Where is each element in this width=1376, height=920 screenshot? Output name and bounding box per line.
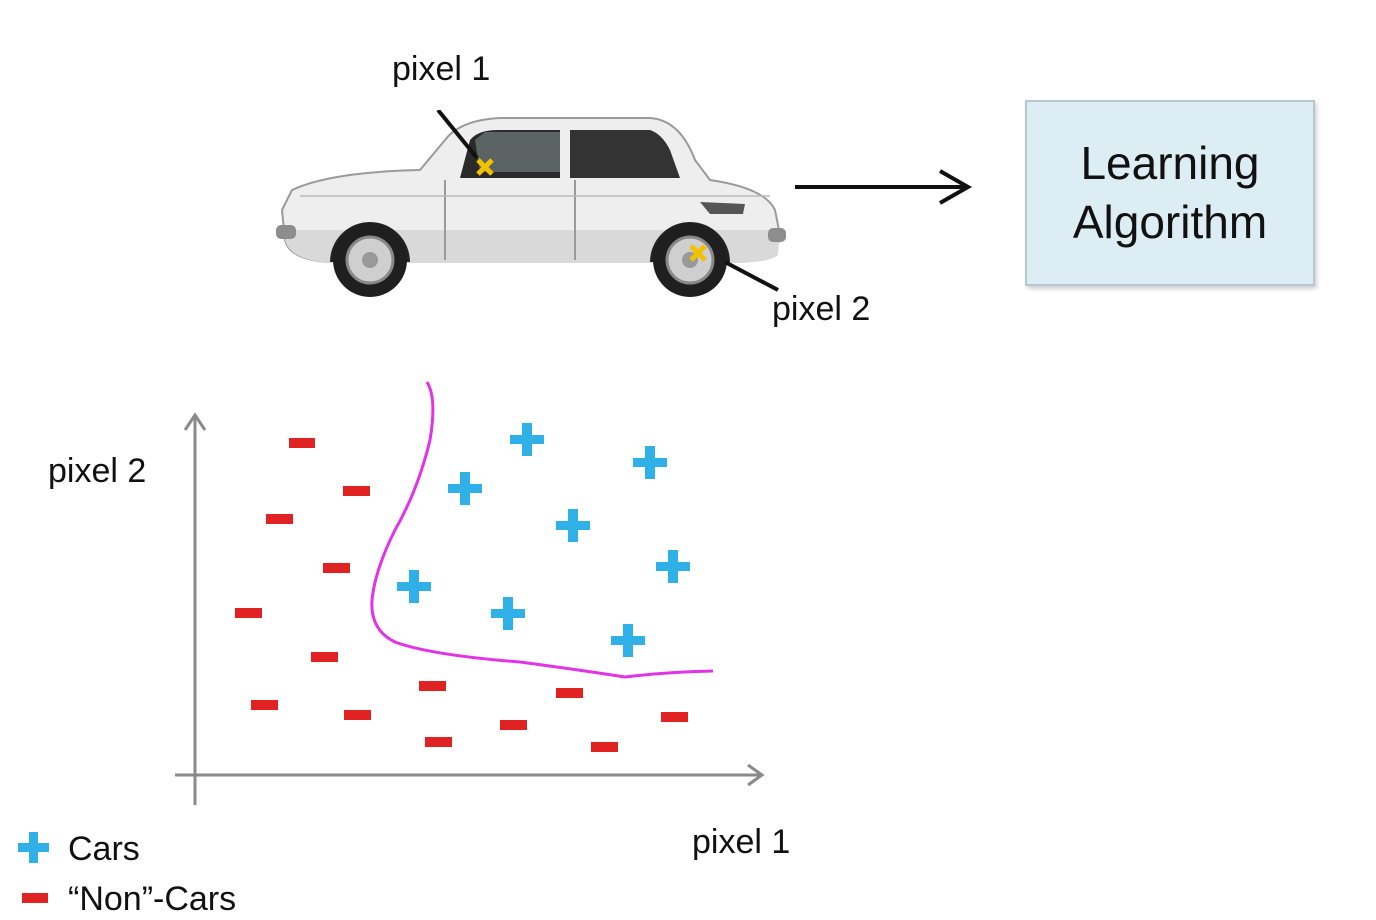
car-plus-marker-icon [633,446,667,479]
noncar-minus-marker-icon [344,710,371,720]
pixel1-label: pixel 1 [392,50,491,88]
noncar-minus-marker-icon [556,688,583,698]
noncar-minus-marker-icon [591,742,618,752]
legend-noncars-minus-icon [22,893,48,903]
arrow-to-algorithm [795,169,973,205]
car-plus-marker-icon [448,472,482,505]
noncar-minus-marker-icon [235,608,262,618]
pixel1-x-marker-icon [476,158,494,176]
noncar-minus-marker-icon [661,712,688,722]
car-plus-marker-icon [491,597,525,630]
noncar-minus-marker-icon [419,681,446,691]
y-axis-label: pixel 2 [48,452,147,490]
noncar-minus-marker-icon [266,514,293,524]
legend-cars-plus-icon [18,832,49,863]
pixel2-pointer [724,260,779,292]
car-plus-marker-icon [397,570,431,603]
scatter-plot [175,381,765,805]
noncar-minus-marker-icon [323,563,350,573]
algorithm-line2: Algorithm [1072,196,1268,248]
car-plus-marker-icon [611,624,645,657]
decision-boundary [370,381,714,679]
learning-algorithm-box: Learning Algorithm [1025,100,1315,286]
pixel2-car-label: pixel 2 [772,290,871,328]
noncar-minus-marker-icon [251,700,278,710]
car-plus-marker-icon [656,550,690,583]
car-image [276,110,786,297]
x-axis-label: pixel 1 [692,823,791,861]
legend-cars-label: Cars [68,830,140,868]
noncar-minus-marker-icon [343,486,370,496]
pixel2-x-marker-icon [689,244,707,262]
noncar-minus-marker-icon [289,438,315,448]
pixel1-pointer [436,110,479,160]
car-plus-marker-icon [510,423,544,456]
noncar-minus-marker-icon [500,720,527,730]
noncar-minus-marker-icon [311,652,338,662]
algorithm-line1: Learning [1080,137,1260,190]
legend-noncars-label: “Non”-Cars [68,880,237,918]
car-plus-marker-icon [556,509,590,542]
noncar-minus-marker-icon [425,737,452,747]
